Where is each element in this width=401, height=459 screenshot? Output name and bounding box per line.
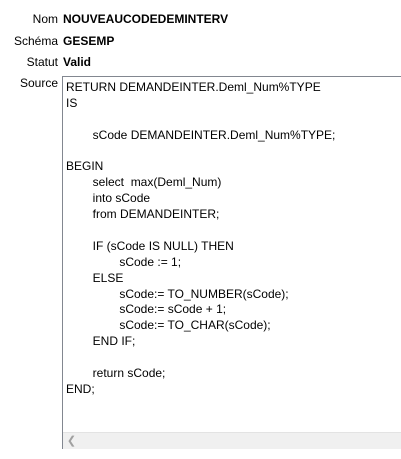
source-label: Source	[19, 76, 58, 90]
code-line: into sCode	[66, 191, 151, 206]
statut-label: Statut	[26, 55, 58, 69]
code-line: ELSE	[66, 270, 124, 285]
code-line: IS	[66, 95, 78, 110]
code-line: sCode DEMANDEINTER.Deml_Num%TYPE;	[66, 127, 336, 142]
code-line: sCode := 1;	[66, 254, 182, 269]
code-line: from DEMANDEINTER;	[66, 207, 220, 222]
code-line	[66, 350, 401, 366]
code-line: return sCode;	[66, 366, 166, 381]
code-line: END;	[66, 381, 95, 396]
code-line: IF (sCode IS NULL) THEN	[66, 238, 234, 253]
horizontal-scrollbar[interactable]: ❮	[63, 432, 401, 449]
code-line: BEGIN	[66, 159, 104, 174]
code-line	[66, 144, 401, 160]
code-line	[66, 112, 401, 128]
code-line: RETURN DEMANDEINTER.Deml_Num%TYPE	[66, 80, 321, 94]
code-line	[66, 223, 401, 239]
nom-value: NOUVEAUCODEDEMINTERV	[63, 12, 229, 26]
schema-value: GESEMP	[63, 34, 115, 48]
statut-value: Valid	[63, 55, 92, 69]
chevron-left-icon[interactable]: ❮	[66, 434, 77, 447]
schema-label: Schéma	[13, 34, 58, 48]
nom-label: Nom	[32, 12, 58, 26]
code-line: sCode:= TO_CHAR(sCode);	[66, 318, 271, 333]
code-line: sCode:= TO_NUMBER(sCode);	[66, 286, 289, 301]
code-line: select max(Deml_Num)	[66, 175, 222, 190]
code-line: END IF;	[66, 334, 136, 349]
code-line: sCode:= sCode + 1;	[66, 302, 227, 317]
